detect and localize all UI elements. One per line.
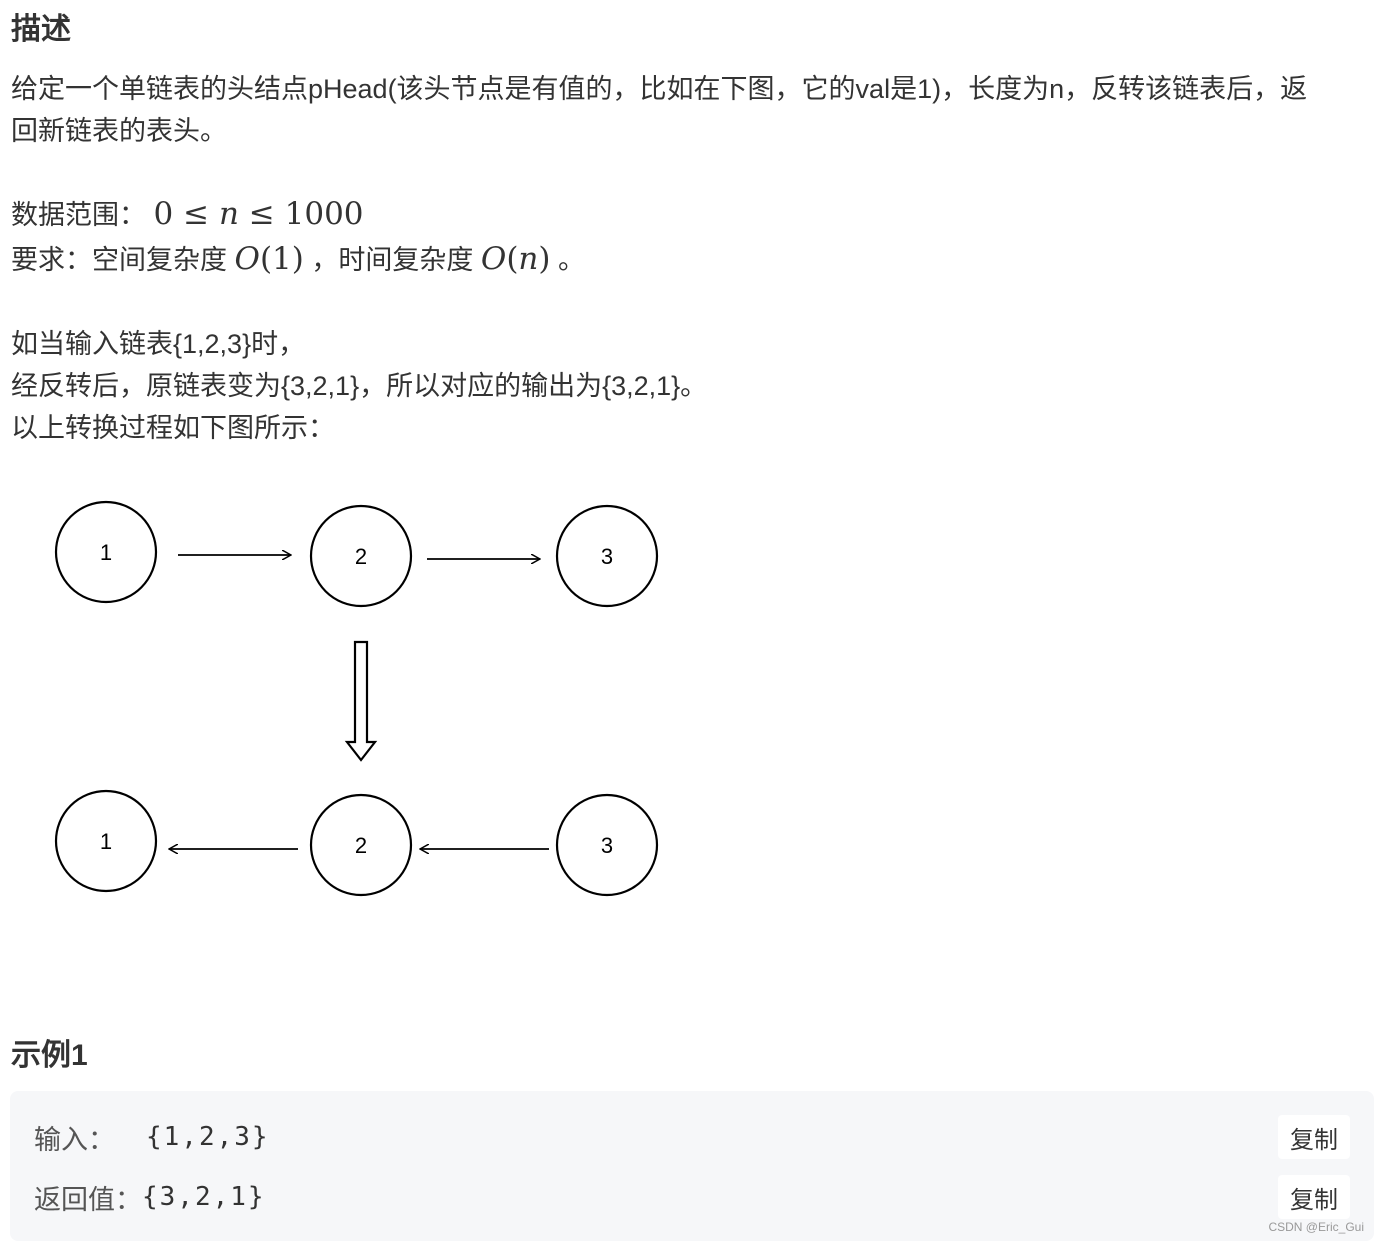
time-n: n — [518, 241, 539, 277]
paren-open: ( — [506, 241, 519, 277]
data-range-label: 数据范围： — [11, 200, 146, 230]
example-box: 输入： {1,2,3} 复制 返回值： {3,2,1} 复制 — [10, 1091, 1374, 1241]
input-value[interactable]: {1,2,3} — [146, 1122, 270, 1152]
requirement-end: 。 — [558, 245, 586, 275]
requirement-label: 要求：空间复杂度 — [11, 245, 227, 275]
range-max: 1000 — [284, 196, 364, 232]
copy-output-button[interactable]: 复制 — [1278, 1175, 1350, 1219]
range-zero: 0 — [153, 196, 174, 232]
after-node-2-label: 2 — [355, 833, 367, 858]
time-complexity: O(n) — [481, 241, 551, 277]
before-node-3-circle — [555, 504, 659, 608]
range-n: n — [218, 196, 239, 232]
problem-statement-line-1: 给定一个单链表的头结点pHead(该头节点是有值的，比如在下图，它的val是1)… — [11, 74, 1308, 104]
before-node-1-circle — [54, 500, 158, 604]
example-explanation-line-1: 如当输入链表{1,2,3}时， — [11, 329, 306, 359]
copy-input-button[interactable]: 复制 — [1278, 1115, 1350, 1159]
after-node-2-circle — [309, 793, 413, 897]
after-node-1-circle — [54, 789, 158, 893]
watermark: CSDN @Eric_Gui — [1268, 1220, 1364, 1234]
data-range-formula: 0 ≤ n ≤ 1000 — [154, 196, 364, 232]
range-le-symbol: ≤ — [183, 196, 210, 232]
after-node-3-circle — [555, 793, 659, 897]
big-o: O — [234, 241, 260, 277]
requirement-mid: ，时间复杂度 — [311, 245, 474, 275]
before-node-2-label: 2 — [355, 544, 367, 569]
input-label: 输入： — [34, 1124, 115, 1155]
before-node-2-circle — [309, 504, 413, 608]
linked-list-reversal-diagram: 1 2 3 1 2 3 — [54, 500, 659, 897]
example-explanation-line-2: 经反转后，原链表变为{3,2,1}，所以对应的输出为{3,2,1}。 — [11, 371, 708, 401]
after-node-1-label: 1 — [100, 829, 112, 854]
big-o-2: O — [480, 241, 507, 277]
description-title: 描述 — [11, 13, 71, 46]
example-output-row: 返回值： {3,2,1} — [34, 1175, 266, 1219]
output-label: 返回值： — [34, 1184, 142, 1215]
example-input-row: 输入： {1,2,3} — [34, 1115, 270, 1159]
data-range-line: 数据范围： 0 ≤ n ≤ 1000 — [11, 193, 364, 236]
space-arg: (1) — [259, 241, 304, 277]
range-le-symbol-2: ≤ — [248, 196, 275, 232]
paren-close: ) — [538, 241, 551, 277]
after-node-3-label: 3 — [601, 833, 613, 858]
requirement-line: 要求：空间复杂度 O(1) ，时间复杂度 O(n) 。 — [11, 238, 585, 281]
output-value[interactable]: {3,2,1} — [142, 1182, 266, 1212]
example-explanation-line-3: 以上转换过程如下图所示： — [11, 413, 335, 443]
transform-down-arrow-icon — [344, 640, 378, 762]
before-node-1-label: 1 — [100, 540, 112, 565]
space-complexity: O(1) — [235, 241, 304, 277]
problem-statement-line-2: 回新链表的表头。 — [11, 116, 227, 146]
example-title: 示例1 — [11, 1039, 88, 1072]
before-node-3-label: 3 — [601, 544, 613, 569]
